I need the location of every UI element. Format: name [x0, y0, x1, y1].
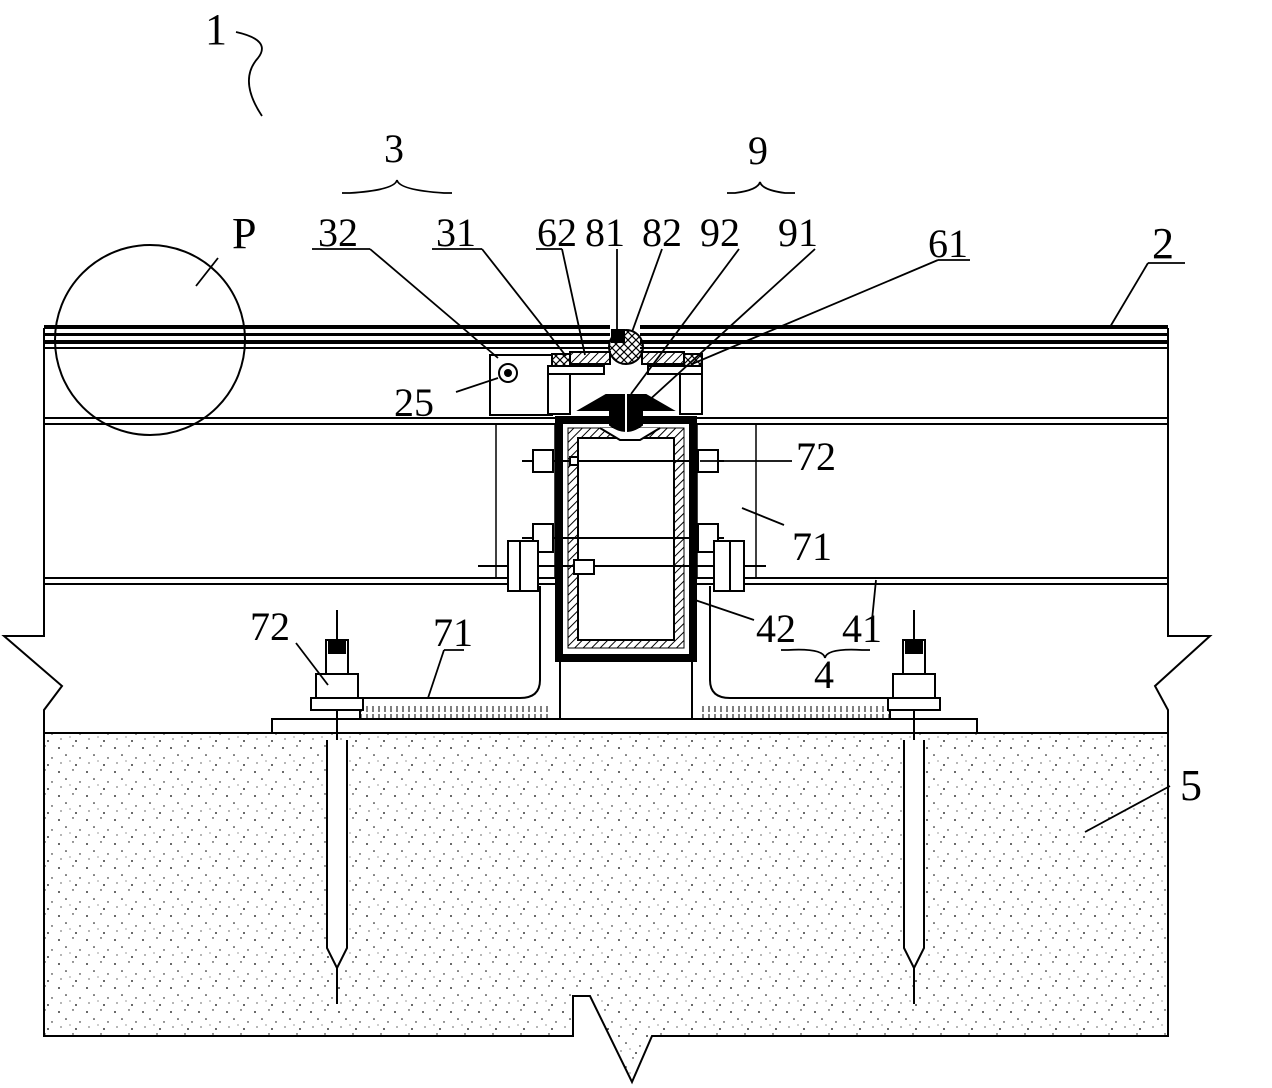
label-5: 5	[1180, 761, 1202, 810]
label-82: 82	[642, 210, 682, 255]
label-72-lower: 72	[250, 604, 290, 649]
label-61: 61	[928, 221, 968, 266]
label-2: 2	[1152, 219, 1174, 268]
label-81: 81	[585, 210, 625, 255]
label-71-upper: 71	[792, 524, 832, 569]
deck-panel	[44, 325, 1168, 349]
label-4: 4	[814, 652, 834, 697]
label-25: 25	[394, 380, 434, 425]
label-3: 3	[384, 126, 404, 171]
label-91: 91	[778, 210, 818, 255]
label-92: 92	[700, 210, 740, 255]
label-p: P	[232, 209, 256, 258]
label-31: 31	[436, 210, 476, 255]
label-71-lower: 71	[433, 610, 473, 655]
label-9: 9	[748, 128, 768, 173]
foundation-block	[44, 733, 1168, 1082]
label-41: 41	[842, 606, 882, 651]
label-42: 42	[756, 606, 796, 651]
label-72-upper: 72	[796, 434, 836, 479]
label-32: 32	[318, 210, 358, 255]
label-62: 62	[537, 210, 577, 255]
label-1: 1	[205, 5, 227, 54]
